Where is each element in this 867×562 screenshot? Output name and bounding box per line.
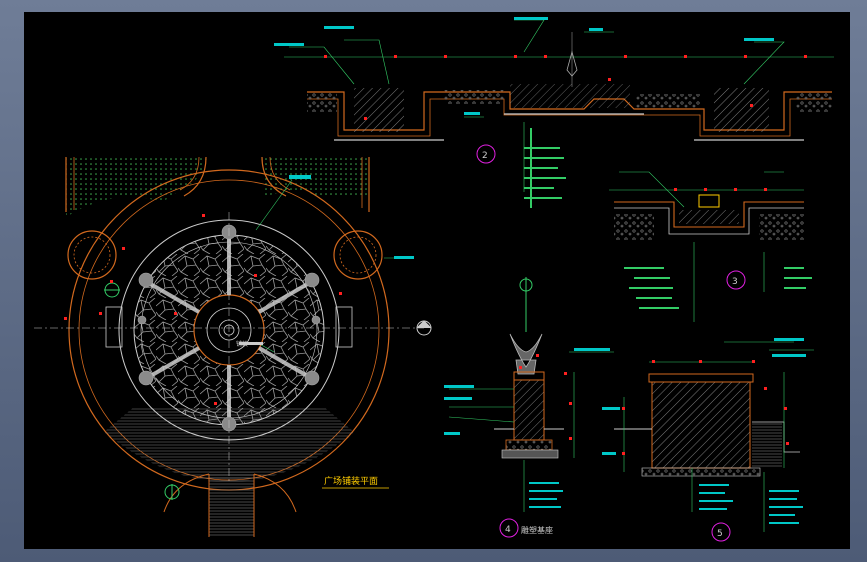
bollard (304, 272, 320, 288)
planting-bed-right (262, 157, 369, 197)
planter-right (333, 230, 383, 280)
detail-marker-5 (711, 522, 731, 542)
cad-drawing: 广场铺装平面 (34, 17, 834, 542)
svg-text:5: 5 (717, 529, 723, 539)
bollard (138, 370, 154, 386)
water-area (104, 407, 354, 482)
section-marker-icon (416, 320, 432, 336)
bollard (138, 272, 154, 288)
planter-left (67, 230, 117, 280)
center-label: 铺装 (236, 340, 248, 348)
section-detail-5: 5 (602, 338, 814, 542)
north-arrow-icon (519, 277, 533, 332)
section-detail-2: 2 (274, 17, 834, 208)
planting-bed-left (66, 157, 207, 217)
svg-text:3: 3 (732, 277, 738, 287)
plaza-plan: 广场铺装平面 (34, 156, 432, 537)
elevation-title: 雕塑基座 (521, 525, 553, 535)
svg-text:2: 2 (482, 151, 488, 161)
svg-text:4: 4 (505, 525, 511, 535)
sculpture-icon (509, 333, 543, 375)
detail-marker-4 (499, 518, 519, 538)
detail-marker-3 (726, 270, 746, 290)
section-detail-3: 3 (609, 171, 812, 322)
sculpture-base-elevation: 4 雕塑基座 (444, 277, 614, 538)
plan-title: 广场铺装平面 (324, 475, 378, 487)
section-marker-icon (164, 484, 180, 500)
bollard (304, 370, 320, 386)
section-marker-icon (104, 282, 120, 298)
drawing-canvas[interactable]: 广场铺装平面 (24, 12, 850, 549)
detail-marker-2 (476, 144, 496, 164)
